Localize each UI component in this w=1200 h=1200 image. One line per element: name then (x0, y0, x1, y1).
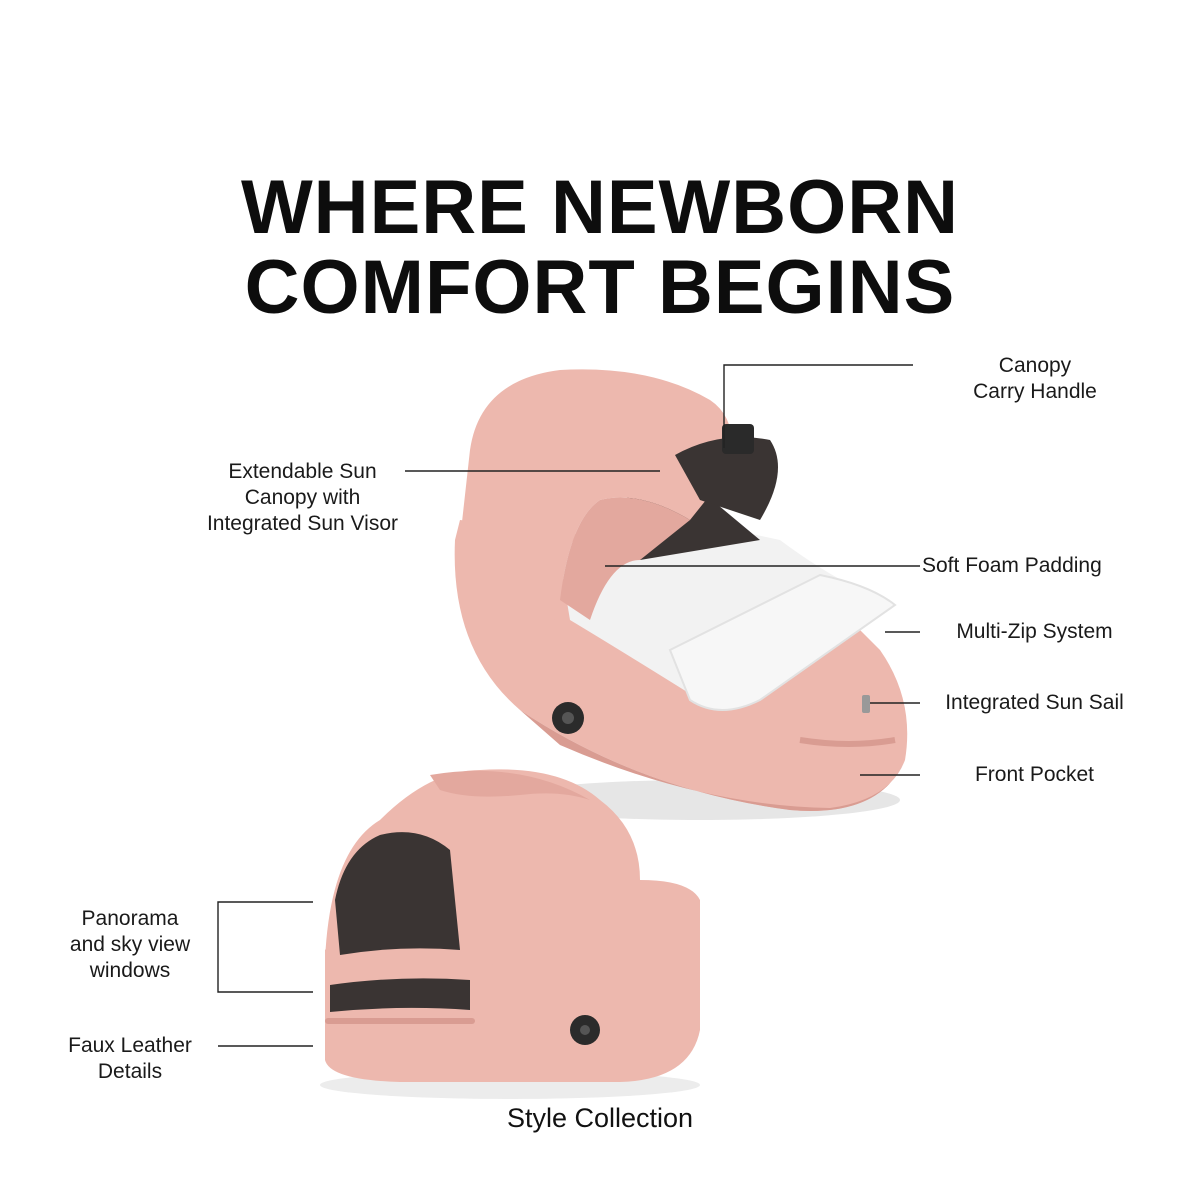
foot-cover (668, 573, 897, 711)
panorama-window (335, 832, 460, 955)
sky-view-window (330, 978, 470, 1012)
callout-sun-canopy: Extendable Sun Canopy with Integrated Su… (206, 460, 399, 535)
carry-handle (722, 424, 754, 454)
leader-lines (217, 364, 920, 1047)
leader-panorama (217, 901, 313, 993)
callout-foam-padding: Soft Foam Padding (922, 554, 1102, 577)
headline: WHERE NEWBORN COMFORT BEGINS (0, 168, 1200, 328)
callout-canopy-handle: Canopy Carry Handle (973, 354, 1097, 403)
headline-line-2: COMFORT BEGINS (244, 245, 956, 330)
leader-canopy-handle (723, 364, 913, 448)
callout-panorama: Panorama and sky view windows (69, 907, 191, 982)
callout-sun-sail: Integrated Sun Sail (945, 691, 1124, 714)
collection-caption: Style Collection (506, 1103, 694, 1133)
headline-line-1: WHERE NEWBORN (240, 165, 960, 250)
faux-leather-trim (325, 1018, 475, 1024)
front-pocket (799, 737, 896, 747)
canopy-inner (560, 497, 690, 620)
callout-faux-leather: Faux Leather Details (68, 1034, 192, 1083)
canopy-window (675, 437, 778, 520)
callout-front-pocket: Front Pocket (974, 763, 1095, 786)
callout-multi-zip: Multi-Zip System (956, 620, 1113, 643)
canopy-hood (460, 369, 733, 642)
carrycot-bottom (320, 769, 700, 1099)
carrycot-top (454, 369, 908, 820)
zip-pull (862, 695, 870, 713)
